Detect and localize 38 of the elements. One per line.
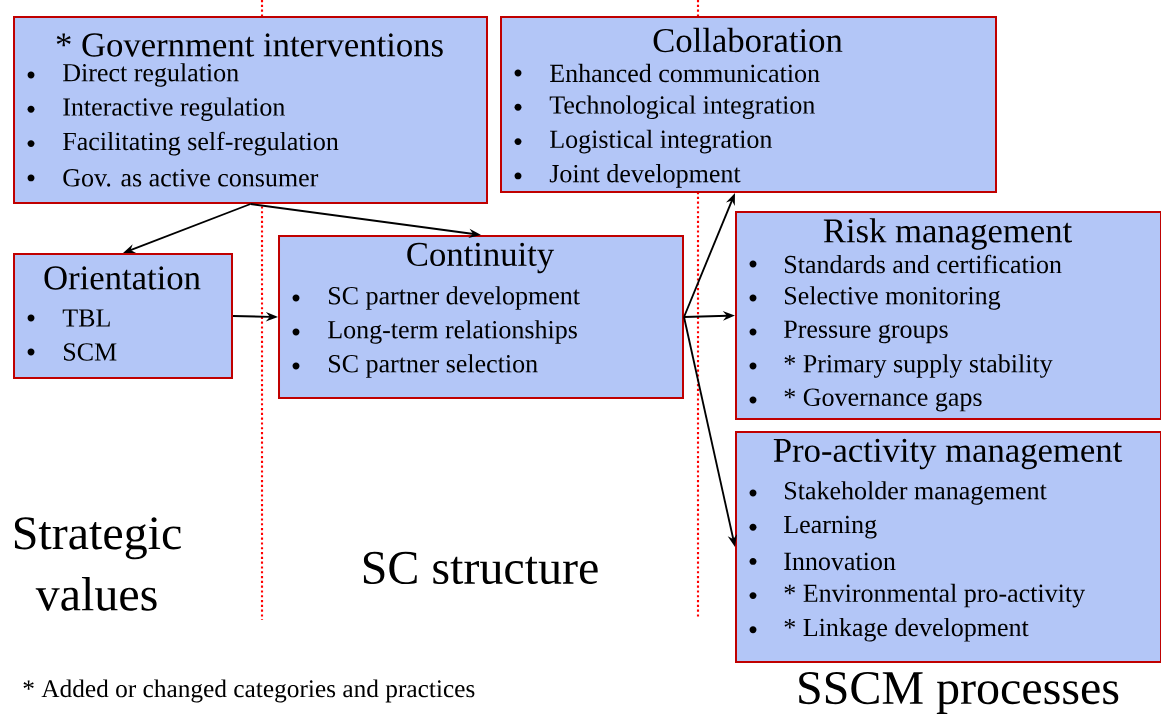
bullet-item: TBL	[62, 309, 110, 327]
section-label: SC structure	[363, 551, 598, 585]
bullet-item: * Governance gaps	[784, 388, 982, 412]
bullet-item: * Primary supply stability	[784, 354, 1053, 378]
bullet-item: SCM	[64, 343, 117, 361]
box-heading: Collaboration	[653, 27, 843, 53]
bullet-item: SC partner development	[329, 286, 580, 310]
bullet-item: Technological integration	[549, 95, 815, 120]
box-heading: Pro-activity management	[773, 438, 1123, 470]
bullet-item: Logistical integration	[550, 129, 773, 154]
bullet-item: Pressure groups	[784, 320, 948, 344]
bullet-item: * Environmental pro-activity	[784, 583, 1086, 608]
bullet-item: Standards and certification	[785, 254, 1062, 274]
box-heading: Orientation	[44, 266, 201, 290]
box-heading: Continuity	[407, 242, 555, 274]
footnote: * Added or changed categories and practices	[23, 679, 475, 703]
bullet-item: Gov. as active consumer	[63, 169, 319, 187]
bullet-item: Joint development	[549, 164, 741, 188]
text-box	[500, 16, 997, 193]
bullet-item: Enhanced communication	[550, 63, 820, 83]
text-box	[13, 16, 488, 204]
box-heading: Risk management	[823, 218, 1072, 250]
bullet-item: Innovation	[784, 552, 896, 571]
bullet-item: SC partner selection	[329, 354, 538, 378]
bullet-item: Stakeholder management	[785, 481, 1047, 505]
bullet-item: * Linkage development	[784, 618, 1029, 642]
box-heading: * Government interventions	[56, 33, 443, 57]
section-label: Strategic values	[14, 517, 181, 611]
text-box	[735, 211, 1161, 420]
text-box	[278, 235, 684, 399]
bullet-item: Selective monitoring	[785, 286, 1001, 310]
bullet-item: Facilitating self-regulation	[63, 131, 339, 156]
bullet-item: Interactive regulation	[63, 97, 285, 122]
text-box	[735, 431, 1161, 663]
bullet-item: Direct regulation	[63, 63, 239, 87]
bullet-item: Learning	[784, 515, 877, 539]
bullet-item: Long-term relationships	[328, 320, 577, 344]
text-box	[13, 253, 233, 379]
